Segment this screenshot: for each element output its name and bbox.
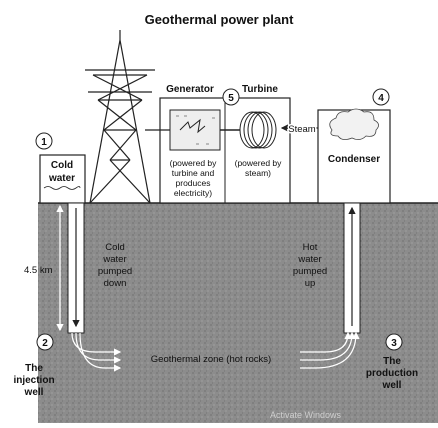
svg-text:(powered by: (powered by (235, 158, 283, 168)
svg-text:up: up (305, 278, 316, 289)
turbine-label: Turbine (242, 84, 278, 95)
svg-text:water: water (102, 254, 126, 265)
hot-pumped-label: Hot water pumped up (293, 242, 327, 289)
svg-text:5: 5 (228, 93, 234, 104)
step-1-badge: 1 (35, 132, 53, 150)
step-5-badge: 5 (222, 88, 240, 106)
turbine-note: (powered by steam) (235, 158, 283, 178)
cold-water-tank: Cold water (39, 154, 86, 204)
cold-water-label-1: Cold (51, 160, 73, 171)
svg-text:4: 4 (378, 93, 384, 104)
condenser: Condenser (317, 108, 391, 204)
generator-icon (169, 109, 221, 151)
svg-text:well: well (382, 380, 402, 391)
svg-text:production: production (366, 368, 418, 379)
svg-text:electricity): electricity) (174, 188, 212, 198)
step-4-badge: 4 (372, 88, 390, 106)
ground (38, 202, 438, 423)
generator-note: (powered by turbine and produces electri… (170, 158, 218, 198)
svg-text:The: The (383, 356, 401, 367)
cold-water-label-2: water (48, 173, 75, 184)
svg-text:3: 3 (391, 338, 397, 349)
svg-text:1: 1 (41, 137, 47, 148)
svg-text:(powered by: (powered by (170, 158, 218, 168)
svg-text:pumped: pumped (293, 266, 327, 277)
generator-label: Generator (166, 84, 214, 95)
injection-well (67, 202, 85, 334)
svg-text:Cold: Cold (105, 242, 125, 253)
svg-text:2: 2 (42, 338, 48, 349)
svg-text:well: well (24, 387, 44, 398)
depth-label: 4.5 km (24, 265, 53, 276)
diagram-title: Geothermal power plant (145, 12, 294, 27)
geothermal-zone-label: Geothermal zone (hot rocks) (151, 354, 271, 365)
svg-text:turbine and: turbine and (172, 168, 215, 178)
injection-well-label: The injection well (13, 363, 54, 398)
step-3-badge: 3 (385, 333, 403, 351)
svg-text:Hot: Hot (303, 242, 318, 253)
svg-text:steam): steam) (245, 168, 271, 178)
geothermal-flow-arrows (71, 331, 360, 372)
production-well (343, 202, 361, 334)
pylon-icon (85, 30, 155, 204)
depth-indicator: 4.5 km (24, 204, 64, 332)
svg-text:injection: injection (13, 375, 54, 386)
production-well-label: The production well (366, 356, 418, 391)
cold-pumped-label: Cold water pumped down (98, 242, 132, 289)
turbine-icon (220, 111, 277, 149)
svg-text:water: water (297, 254, 321, 265)
svg-text:The: The (25, 363, 43, 374)
watermark-text: Activate Windows (270, 410, 342, 420)
step-2-badge: 2 (36, 333, 54, 351)
svg-text:down: down (104, 278, 127, 289)
condenser-label: Condenser (328, 154, 380, 165)
svg-text:produces: produces (176, 178, 211, 188)
svg-text:pumped: pumped (98, 266, 132, 277)
steam-label: Steam (288, 124, 316, 135)
steam-pipe: Steam (280, 123, 318, 137)
